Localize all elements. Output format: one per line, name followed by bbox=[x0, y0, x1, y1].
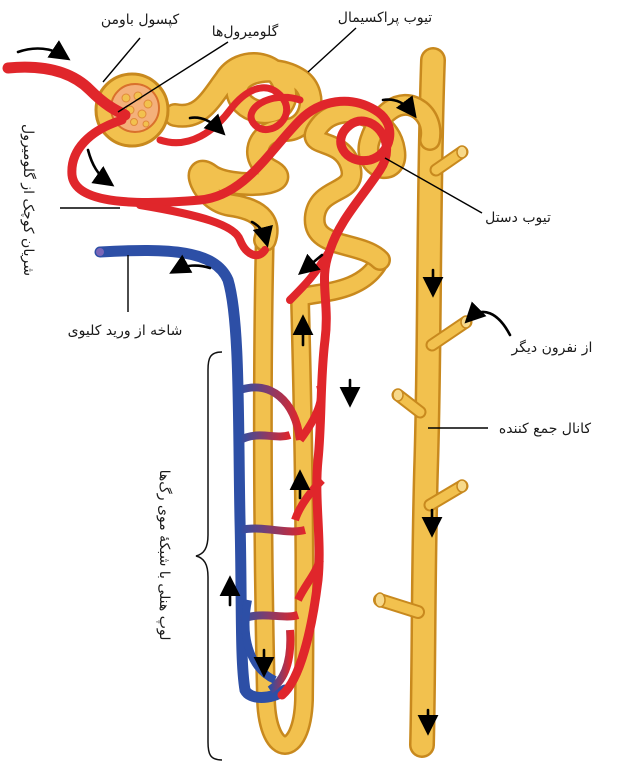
label-proximal-tubule: تیوب پراکسیمال bbox=[338, 10, 433, 26]
label-glomerulus: گلومیرول‌ها bbox=[212, 23, 279, 40]
label-bowman-capsule: کپسول باومن bbox=[101, 12, 180, 28]
label-from-other-nephron: از نفرون دیگر bbox=[511, 339, 593, 356]
label-distal-tubule: تیوب دستل bbox=[485, 210, 551, 226]
label-collecting-duct: کانال جمع کننده bbox=[499, 421, 591, 437]
label-small-artery: شریان کوچک از گلومیرول bbox=[20, 124, 37, 276]
loop-brace bbox=[196, 352, 222, 760]
label-loop-of-henle: لوپ هنلی با شبکهٔ موی رگ‌ها bbox=[156, 470, 174, 641]
label-renal-vein-branch: شاخه از ورید کلیوی bbox=[68, 323, 183, 339]
